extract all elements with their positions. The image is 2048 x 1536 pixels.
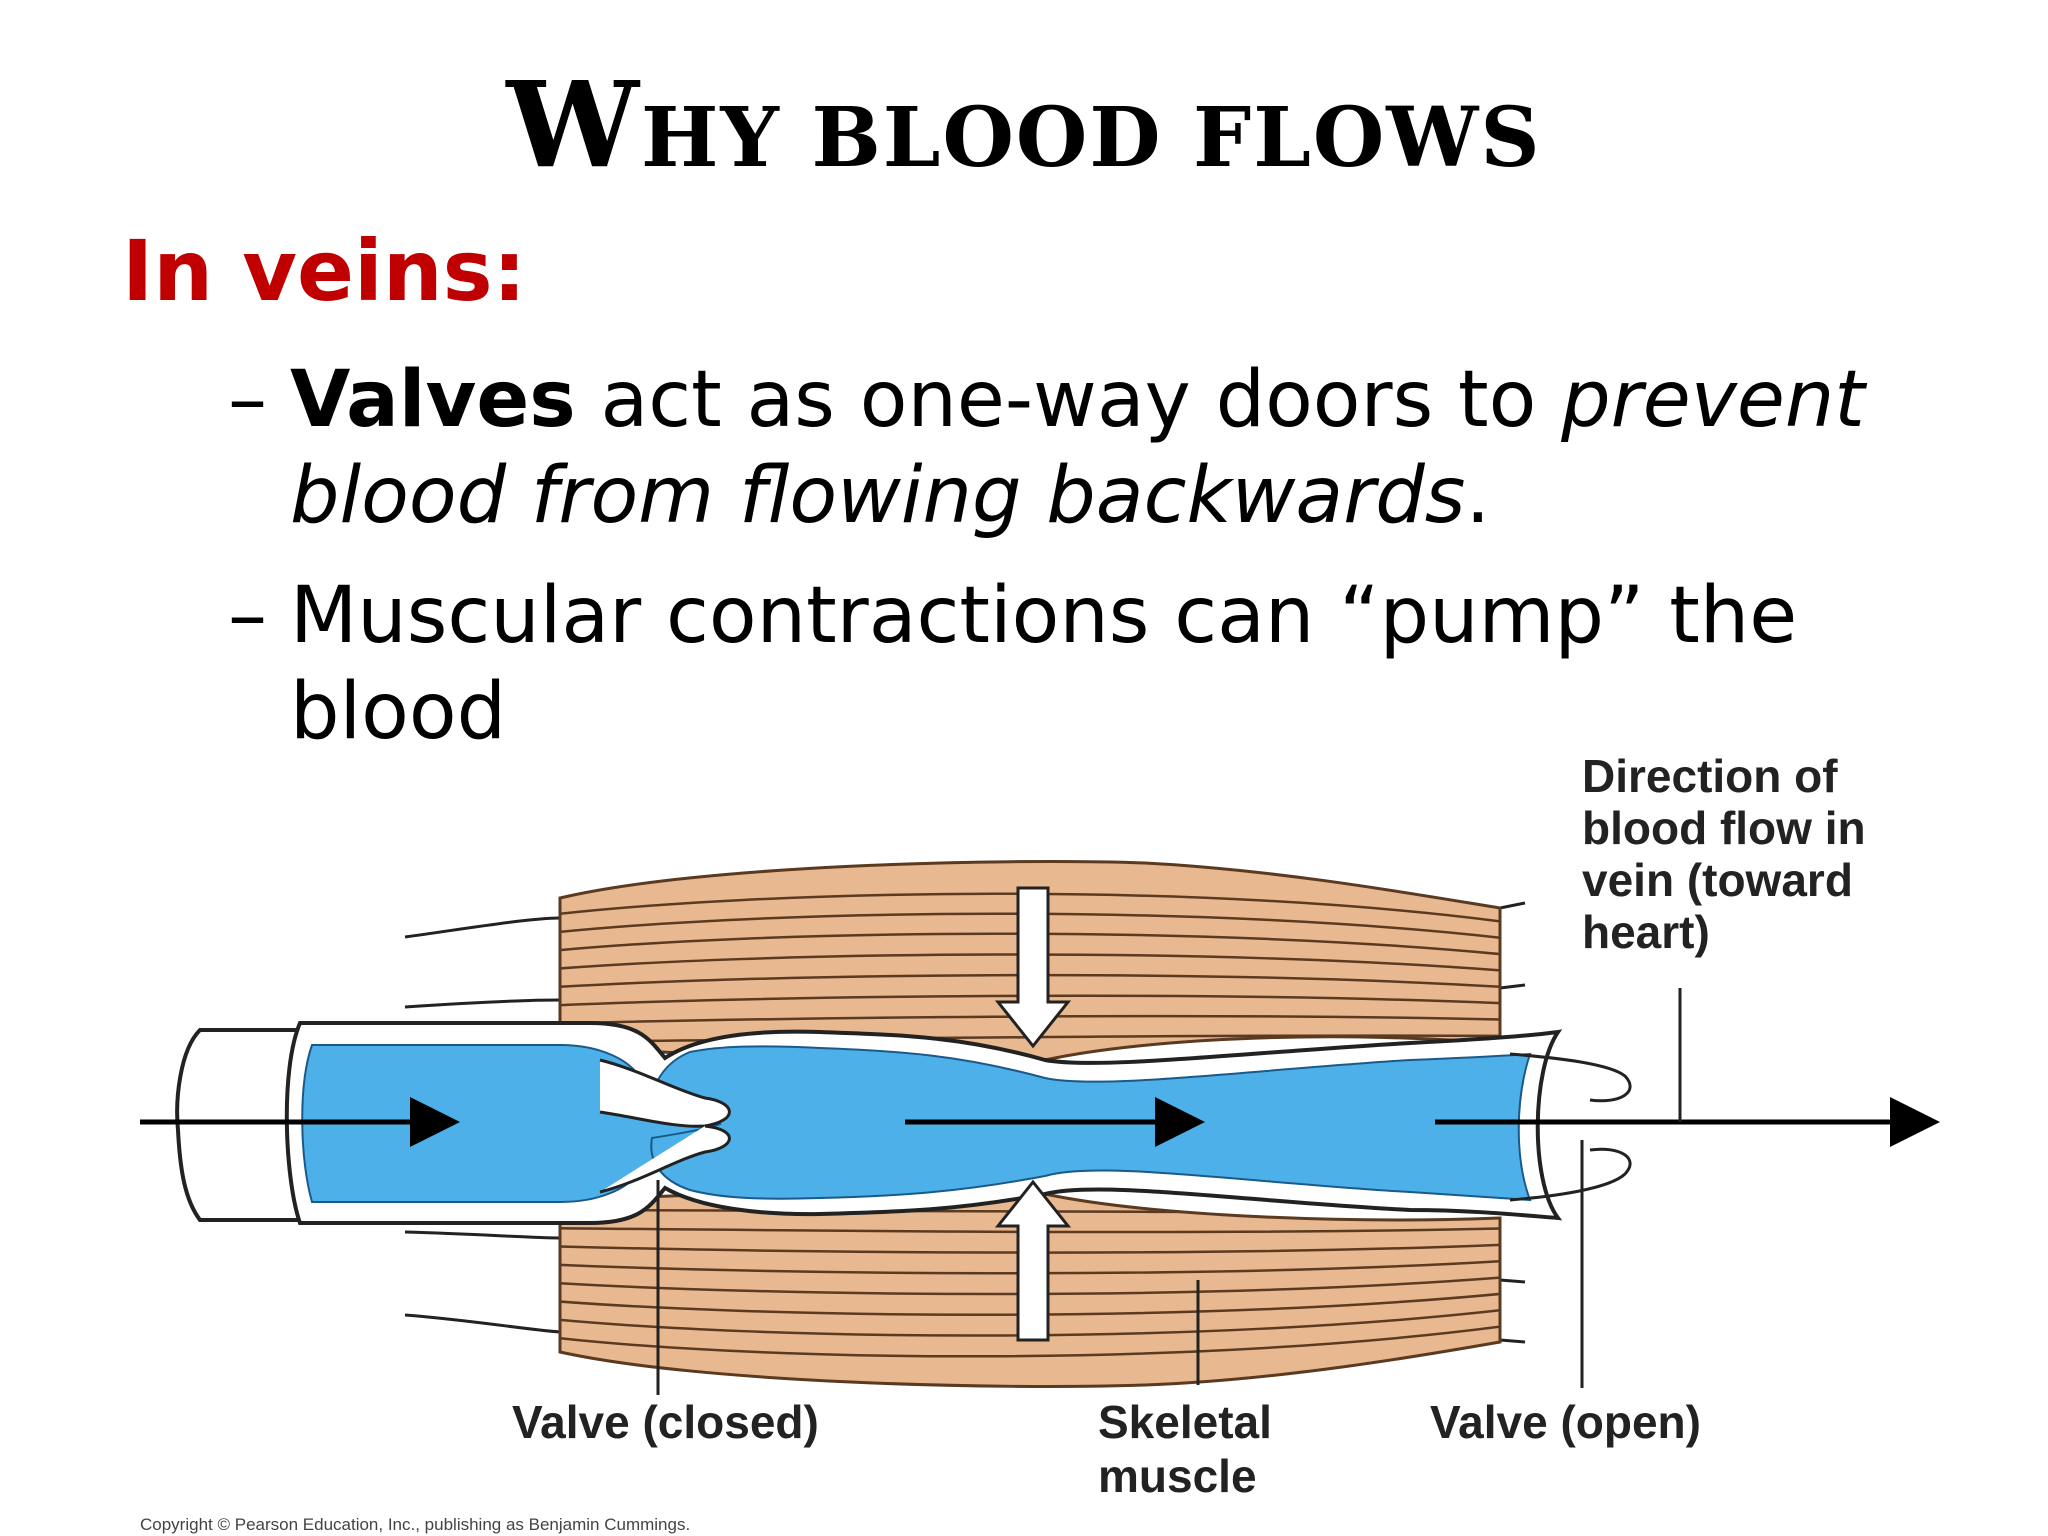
- bullet-muscular: – Muscular contractions can “pump” the b…: [228, 568, 1948, 760]
- bullet-end: .: [1465, 451, 1491, 541]
- title-first-letter: W: [506, 55, 641, 194]
- bullet-valves: – Valves act as one-way doors to prevent…: [228, 352, 1948, 544]
- outer-line: [404, 916, 561, 939]
- bullet-italic: prevent blood from flowing backwards: [290, 355, 1865, 541]
- outer-line: [1499, 983, 1526, 990]
- label-direction: Direction of: [1582, 750, 1838, 802]
- outer-line: [404, 998, 561, 1009]
- slide-title: Why blood flows: [0, 55, 2048, 194]
- label-direction: vein (toward: [1582, 854, 1853, 906]
- bullet-text: Valves act as one-way doors to prevent b…: [290, 352, 1948, 544]
- compression-arrow-down: [994, 886, 1072, 1049]
- vein-diagram: Direction of blood flow in vein (toward …: [140, 750, 1940, 1534]
- outer-line: [1499, 901, 1526, 910]
- compression-arrow-up: [994, 1179, 1072, 1342]
- bullet-dash: –: [228, 355, 267, 445]
- label-direction: heart): [1582, 906, 1710, 958]
- valve-open-flap: [1509, 1147, 1632, 1202]
- label-skeletal-muscle: muscle: [1098, 1450, 1257, 1502]
- label-valve-open: Valve (open): [1430, 1396, 1701, 1448]
- bullet-dash: –: [228, 571, 267, 661]
- outer-line: [404, 1230, 561, 1240]
- label-direction: blood flow in: [1582, 802, 1866, 854]
- label-valve-closed: Valve (closed): [512, 1396, 819, 1448]
- outer-line: [1499, 1278, 1526, 1284]
- valve-open-flap: [1509, 1052, 1632, 1103]
- label-skeletal-muscle: Skeletal: [1098, 1396, 1272, 1448]
- title-rest: hy blood flows: [640, 90, 1542, 186]
- bullet-plain: act as one-way doors to: [575, 355, 1562, 445]
- outer-line: [1499, 1338, 1526, 1344]
- bullet-bold-term: Valves: [290, 355, 576, 445]
- bullet-text: Muscular contractions can “pump” the blo…: [290, 571, 1798, 757]
- valve-closed-flap: [599, 1058, 731, 1128]
- muscle-fibers-top: [560, 892, 1500, 1044]
- valve-closed-flap: [599, 1124, 731, 1194]
- subheading: In veins:: [122, 222, 527, 320]
- outer-line: [404, 1313, 561, 1334]
- copyright-notice: Copyright © Pearson Education, Inc., pub…: [140, 1515, 690, 1534]
- vein-end-rim: [175, 1028, 320, 1222]
